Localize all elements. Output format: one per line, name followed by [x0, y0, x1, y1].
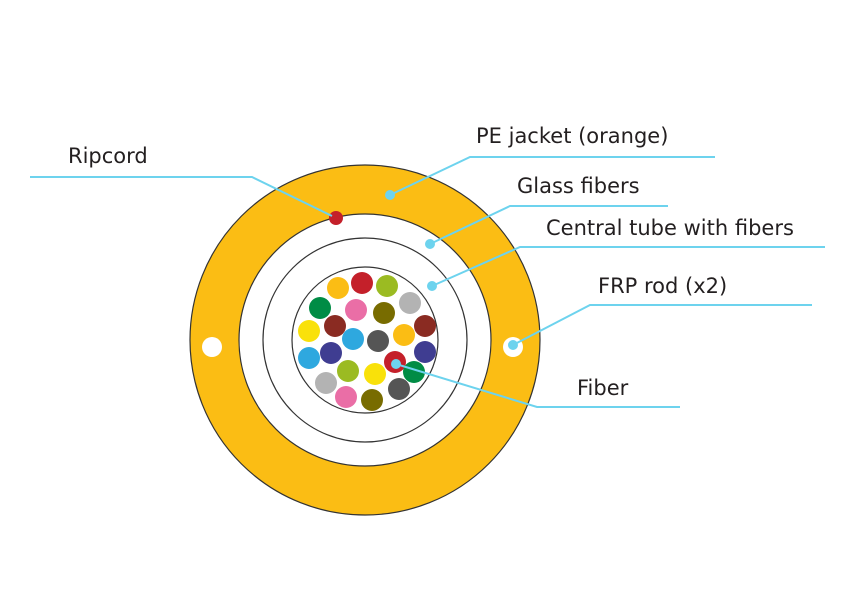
central-tube-leader [431, 246, 825, 287]
label-glass-fibers: Glass fibers [517, 174, 640, 198]
label-pe-jacket: PE jacket (orange) [476, 124, 668, 148]
glass-fiber-layer [238, 213, 492, 467]
label-frp-rod: FRP rod (x2) [598, 274, 727, 298]
fiber [327, 277, 349, 299]
glass-fibers-dot [425, 239, 435, 249]
fiber [361, 389, 383, 411]
fiber [298, 320, 320, 342]
fiber [351, 272, 373, 294]
ripcord-leader [30, 176, 333, 217]
fiber [298, 347, 320, 369]
fiber [309, 297, 331, 319]
ripcord [329, 211, 343, 225]
fiber [393, 324, 415, 346]
fiber [315, 372, 337, 394]
pe-jacket-dot [385, 190, 395, 200]
frp-rod-leader [512, 304, 812, 346]
cable-cross-section [189, 164, 541, 516]
fiber [324, 315, 346, 337]
fiber [367, 330, 389, 352]
central-tube-dot [427, 281, 437, 291]
central-tube-outer [262, 237, 468, 443]
fiber [345, 299, 367, 321]
fiber [373, 302, 395, 324]
label-fiber: Fiber [577, 376, 629, 400]
leader-lines [30, 156, 825, 408]
leader-dots [385, 190, 518, 369]
fiber [403, 361, 425, 383]
pe-jacket-leader [389, 156, 715, 196]
fiber [335, 386, 357, 408]
fiber [364, 363, 386, 385]
fiber [342, 328, 364, 350]
fiber [414, 315, 436, 337]
label-ripcord: Ripcord [68, 144, 148, 168]
fiber [399, 292, 421, 314]
glass-fibers-leader [429, 205, 668, 245]
label-central-tube: Central tube with fibers [546, 216, 794, 240]
fiber [376, 275, 398, 297]
frp-rod-dot [508, 340, 518, 350]
fiber-dot [391, 359, 401, 369]
fiber [337, 360, 359, 382]
fiber-leader [395, 363, 680, 408]
central-tube-inner [291, 266, 439, 414]
frp-rod-left [202, 337, 222, 357]
fiber [414, 341, 436, 363]
fiber [320, 342, 342, 364]
fiber [388, 378, 410, 400]
